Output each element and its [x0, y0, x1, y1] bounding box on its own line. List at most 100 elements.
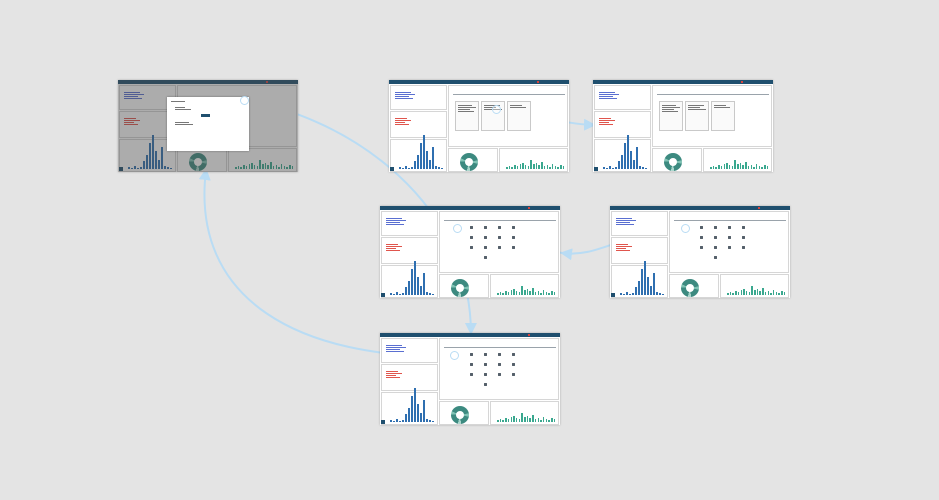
history-bar	[626, 292, 628, 295]
metric-bar	[518, 292, 521, 295]
app-icon[interactable]	[470, 353, 473, 356]
app-icon[interactable]	[714, 236, 717, 239]
search-input[interactable]	[674, 219, 786, 221]
health-panel	[652, 148, 702, 172]
search-input[interactable]	[453, 93, 565, 95]
history-bar	[408, 168, 410, 169]
metric-bar	[540, 420, 542, 422]
screen-search-list-b[interactable]	[593, 80, 773, 172]
app-icon[interactable]	[512, 373, 515, 376]
app-icon[interactable]	[728, 246, 731, 249]
health-donut	[451, 406, 469, 424]
screen-icon-grid-c[interactable]	[380, 333, 560, 425]
search-input[interactable]	[444, 346, 556, 348]
app-icon[interactable]	[498, 353, 501, 356]
app-icon[interactable]	[742, 236, 745, 239]
app-icon[interactable]	[484, 353, 487, 356]
health-donut	[451, 279, 469, 297]
screen-icon-grid-b[interactable]	[610, 206, 790, 298]
overview-panel	[611, 211, 668, 236]
history-bar	[636, 147, 638, 169]
search-input[interactable]	[657, 93, 769, 95]
history-bar	[630, 151, 632, 169]
app-icon[interactable]	[484, 236, 487, 239]
metric-bar	[515, 291, 518, 295]
app-icon[interactable]	[498, 373, 501, 376]
metric-bar	[545, 419, 548, 422]
history-bar	[137, 168, 139, 169]
app-icon[interactable]	[714, 256, 717, 259]
metric-bar	[502, 293, 504, 295]
metric-bar	[286, 167, 288, 169]
alerts-panel	[594, 111, 651, 138]
app-icon[interactable]	[512, 226, 515, 229]
screen-modal[interactable]	[118, 80, 298, 172]
app-icon[interactable]	[484, 246, 487, 249]
hotspot-list-a[interactable]	[492, 105, 501, 114]
app-icon[interactable]	[728, 226, 731, 229]
app-icon[interactable]	[484, 226, 487, 229]
search-input[interactable]	[444, 219, 556, 221]
app-icon[interactable]	[700, 246, 703, 249]
history-chart-panel	[611, 261, 668, 298]
metric-bar	[728, 165, 731, 169]
app-icon[interactable]	[498, 236, 501, 239]
metric-bar	[513, 416, 515, 422]
history-bar	[609, 166, 611, 169]
app-icon[interactable]	[700, 236, 703, 239]
app-icon[interactable]	[512, 353, 515, 356]
hotspot-grid-c[interactable]	[450, 351, 459, 360]
app-icon[interactable]	[700, 226, 703, 229]
hotspot-grid-a[interactable]	[453, 224, 462, 233]
app-icon[interactable]	[512, 236, 515, 239]
metric-bar	[541, 162, 543, 169]
history-bar	[638, 281, 640, 295]
notification-dot	[758, 207, 760, 209]
app-icon[interactable]	[512, 246, 515, 249]
history-chart-panel	[594, 135, 651, 172]
app-icon[interactable]	[498, 246, 501, 249]
app-icon[interactable]	[470, 226, 473, 229]
history-bar	[432, 294, 434, 295]
app-icon[interactable]	[470, 373, 473, 376]
metric-bar	[538, 165, 540, 169]
app-icon[interactable]	[470, 246, 473, 249]
history-bar	[420, 286, 422, 295]
overview-panel	[119, 85, 176, 110]
app-icon[interactable]	[742, 246, 745, 249]
app-icon[interactable]	[714, 246, 717, 249]
main-panel	[448, 85, 568, 147]
app-icon[interactable]	[470, 236, 473, 239]
history-bar	[402, 420, 404, 422]
history-bar	[432, 421, 434, 422]
screen-icon-grid-a[interactable]	[380, 206, 560, 298]
app-icon[interactable]	[484, 256, 487, 259]
app-icon[interactable]	[484, 373, 487, 376]
metric-bar	[240, 167, 242, 169]
app-icon[interactable]	[742, 226, 745, 229]
history-bar	[158, 160, 160, 169]
app-icon[interactable]	[484, 363, 487, 366]
app-icon[interactable]	[728, 236, 731, 239]
metric-bar	[557, 167, 559, 169]
app-icon[interactable]	[714, 226, 717, 229]
app-icon[interactable]	[498, 226, 501, 229]
metric-bar	[280, 164, 283, 169]
screen-search-list-a[interactable]	[389, 80, 569, 172]
dialog-ok-button[interactable]	[201, 114, 210, 117]
app-icon[interactable]	[484, 383, 487, 386]
metric-bar	[508, 166, 511, 169]
metric-bar	[553, 292, 556, 295]
app-icon[interactable]	[512, 363, 515, 366]
metric-bar	[743, 289, 745, 295]
hotspot-modal[interactable]	[240, 96, 249, 105]
history-bar	[414, 388, 416, 422]
history-bar	[408, 281, 410, 295]
hotspot-grid-b[interactable]	[681, 224, 690, 233]
app-icon[interactable]	[470, 363, 473, 366]
alerts-panel	[390, 111, 447, 138]
app-icon[interactable]	[498, 363, 501, 366]
history-bar	[615, 167, 617, 169]
history-bar	[423, 400, 425, 422]
